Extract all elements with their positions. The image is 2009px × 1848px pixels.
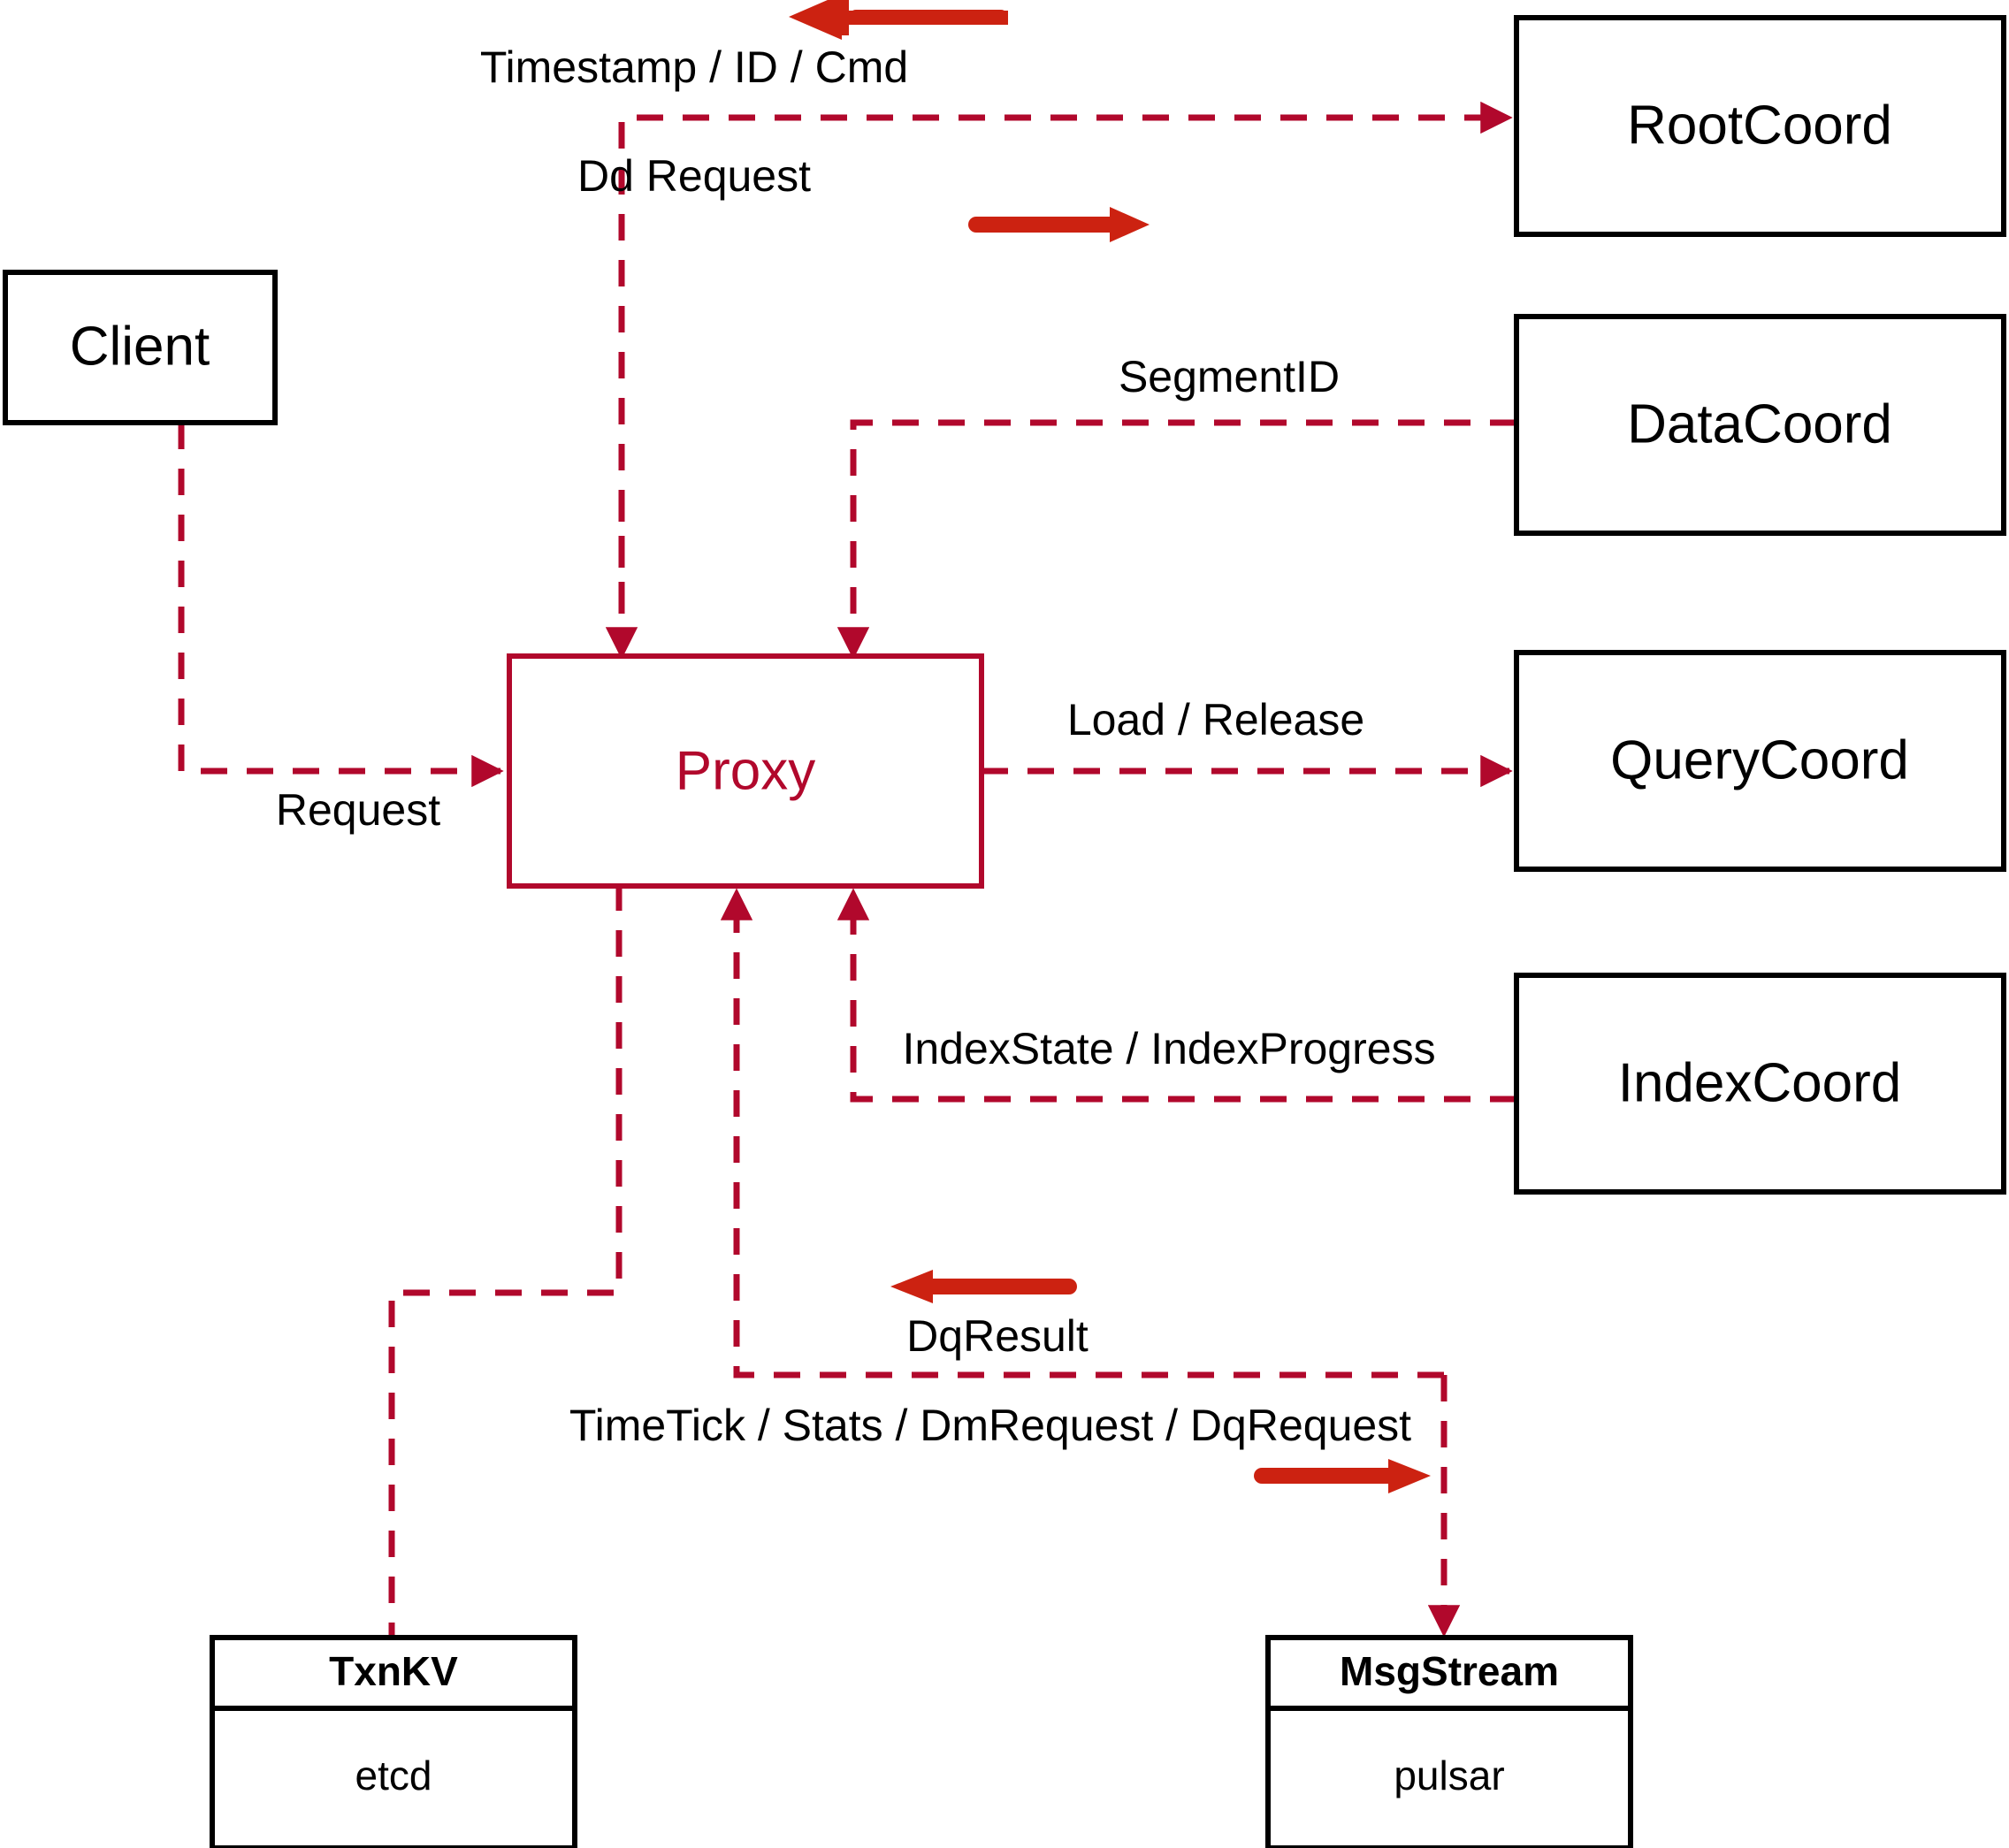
arrow-right-icon-dqrequest <box>1254 1459 1431 1493</box>
node-msgstream-impl: pulsar <box>1394 1753 1504 1798</box>
node-rootcoord-label: RootCoord <box>1627 95 1892 156</box>
edge-msgstream-to-proxy <box>720 888 1444 1378</box>
edge-datacoord-to-proxy <box>836 419 1516 660</box>
edge-label-load-release: Load / Release <box>1067 695 1364 745</box>
node-proxy-label: Proxy <box>676 740 815 801</box>
node-indexcoord-label: IndexCoord <box>1618 1052 1902 1113</box>
node-datacoord <box>1514 314 2006 536</box>
arrow-left-icon-dqresult <box>890 1270 1077 1303</box>
edge-proxy-to-rootcoord <box>618 101 1513 654</box>
edge-label-timestamp-id-cmd: Timestamp / ID / Cmd <box>480 42 908 92</box>
edge-label-timetick-stats-dmrequest-dqrequest: TimeTick / Stats / DmRequest / DqRequest <box>569 1401 1411 1450</box>
edge-proxy-to-txnkv <box>388 884 623 1638</box>
arrow-left-icon-timestamp <box>789 0 1008 40</box>
node-indexcoord <box>1514 973 2006 1195</box>
node-querycoord-label: QueryCoord <box>1610 729 1909 790</box>
edge-label-segmentid: SegmentID <box>1119 352 1340 401</box>
node-querycoord <box>1514 650 2006 872</box>
node-msgstream-title: MsgStream <box>1340 1648 1559 1694</box>
node-txnkv <box>210 1635 577 1848</box>
arrow-right-icon-ddrequest <box>968 207 1150 242</box>
edge-label-request: Request <box>276 785 440 835</box>
node-txnkv-title: TxnKV <box>329 1648 458 1694</box>
node-client <box>3 270 278 425</box>
edge-client-to-proxy <box>178 423 504 788</box>
node-client-label: Client <box>70 316 210 377</box>
node-datacoord-label: DataCoord <box>1627 393 1892 454</box>
edge-indexcoord-to-proxy <box>836 888 1516 1103</box>
node-rootcoord <box>1514 15 2006 237</box>
node-proxy <box>507 653 984 889</box>
node-txnkv-impl: etcd <box>355 1753 432 1798</box>
node-msgstream <box>1265 1635 1633 1848</box>
edge-label-dd-request: Dd Request <box>577 151 811 201</box>
edge-label-indexstate-indexprogress: IndexState / IndexProgress <box>902 1024 1435 1073</box>
edge-label-dqresult: DqResult <box>906 1311 1089 1361</box>
